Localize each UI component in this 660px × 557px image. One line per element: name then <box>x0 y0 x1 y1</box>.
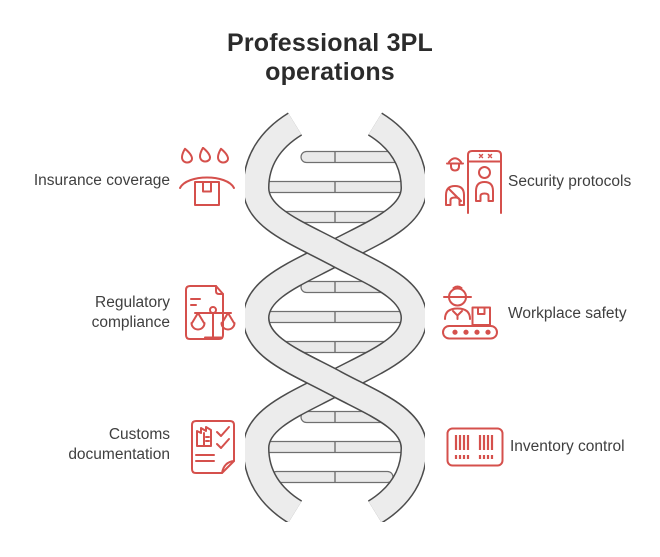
customs-documentation-icon <box>186 419 240 477</box>
label-insurance-coverage: Insurance coverage <box>33 172 170 189</box>
dna-strand-left <box>245 112 425 522</box>
dna-strand-right-over <box>245 316 425 450</box>
label-inventory-control: Inventory control <box>510 438 625 455</box>
dna-helix-graphic <box>245 112 425 522</box>
inventory-control-icon <box>446 427 504 467</box>
label-regulatory-compliance: Regulatory compliance <box>91 294 170 331</box>
label-security-protocols: Security protocols <box>508 173 632 190</box>
workplace-safety-icon <box>441 284 499 342</box>
dna-rungs <box>260 150 410 484</box>
label-workplace-safety: Workplace safety <box>508 305 627 322</box>
regulatory-compliance-icon <box>181 284 237 344</box>
page-title: Professional 3PL operations <box>226 29 434 86</box>
insurance-coverage-icon <box>178 147 236 211</box>
label-customs-documentation: Customs documentation <box>68 426 170 463</box>
security-protocols-icon <box>445 149 503 215</box>
